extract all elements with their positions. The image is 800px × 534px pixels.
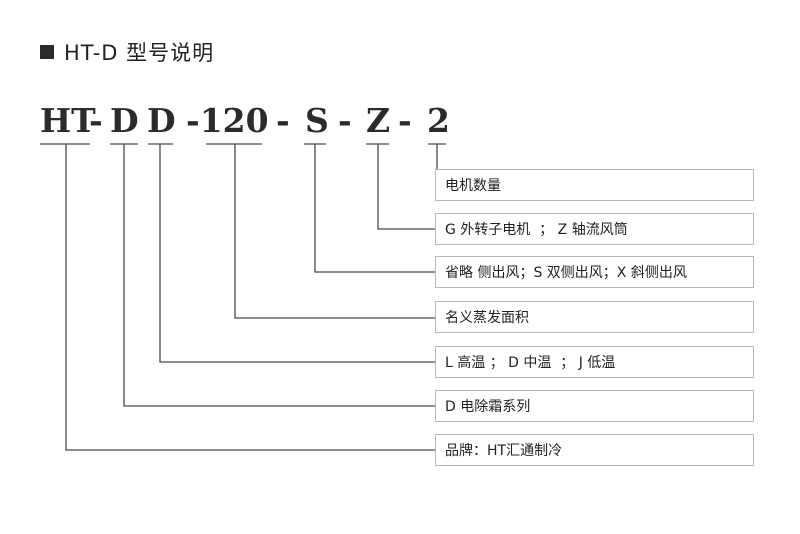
code-part-s: S <box>305 101 329 140</box>
square-bullet-icon <box>40 45 54 59</box>
code-part-d1: D <box>110 101 139 140</box>
desc-box-temperature: L 高温 ； D 中温 ； J 低温 <box>435 346 754 378</box>
code-dash-4: - <box>398 101 412 140</box>
code-part-120: -120 <box>186 101 269 140</box>
code-dash-2: - <box>276 101 290 140</box>
leader-d1 <box>123 144 435 407</box>
leader-d2 <box>159 144 435 363</box>
page-title: HT-D 型号说明 <box>40 38 214 66</box>
code-dash-1: - <box>89 101 103 140</box>
page-title-text: HT-D 型号说明 <box>64 41 215 65</box>
code-dash-3: - <box>338 101 352 140</box>
leader-ht <box>65 144 435 451</box>
leader-s <box>314 144 435 273</box>
code-part-2: 2 <box>427 101 450 140</box>
leader-120 <box>234 144 435 319</box>
desc-box-motor-count: 电机数量 <box>435 169 754 201</box>
code-part-ht: HT <box>40 101 96 140</box>
desc-box-defrost-series: D 电除霜系列 <box>435 390 754 422</box>
desc-box-air-outlet: 省略 侧出风；S 双侧出风；X 斜侧出风 <box>435 256 754 288</box>
leader-z <box>377 144 435 230</box>
code-part-z: Z <box>366 101 391 140</box>
desc-box-brand: 品牌：HT汇通制冷 <box>435 434 754 466</box>
desc-box-motor-type: G 外转子电机 ； Z 轴流风筒 <box>435 213 754 245</box>
desc-box-evaporation-area: 名义蒸发面积 <box>435 301 754 333</box>
code-part-d2: D <box>147 101 176 140</box>
